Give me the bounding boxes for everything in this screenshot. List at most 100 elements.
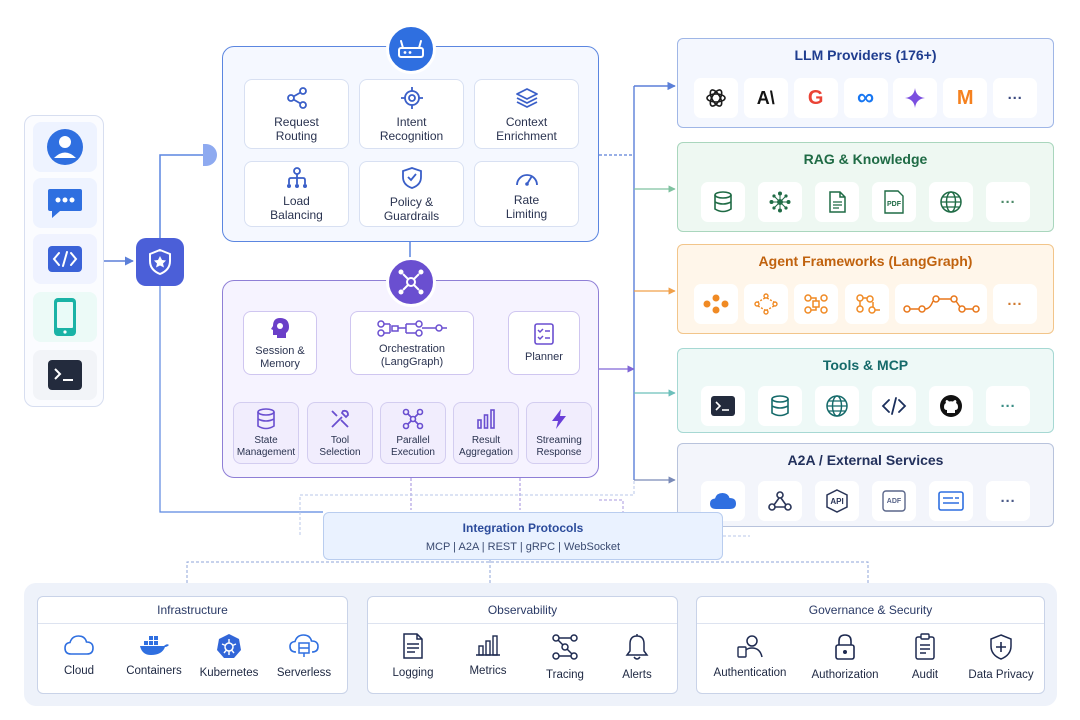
client-channels [24,115,104,407]
github-logo-icon[interactable] [929,386,973,426]
meta-logo-icon[interactable]: ∞ [843,78,888,118]
docker-whale-icon [140,636,169,655]
item-label: Authentication [713,667,787,679]
pdf-file-icon[interactable]: PDF [872,182,916,222]
shield-check-icon [401,166,422,189]
infra-kubernetes[interactable]: Kubernetes [189,633,269,679]
gateway-card-rate-limiting[interactable]: Rate Limiting [474,161,579,227]
obs-tracing[interactable]: Tracing [525,633,605,681]
api-label: API [830,496,844,506]
database-icon[interactable] [758,386,802,426]
hub-network-icon [398,269,424,295]
card-label: Rate Limiting [505,192,548,221]
orch-card-orchestration[interactable]: Orchestration (LangGraph) [350,311,474,375]
ai-gateway-panel: Request Routing Intent Recognition Conte… [222,46,599,242]
mobile-client[interactable] [33,292,97,342]
webhook-icon[interactable] [758,481,802,521]
anthropic-logo-text: A\ [756,87,775,108]
orch-card-tool-selection[interactable]: Tool Selection [307,402,373,464]
orch-card-parallel-execution[interactable]: Parallel Execution [380,402,446,464]
adf-file-icon[interactable]: ADF [872,481,916,521]
framework-flow-icon[interactable] [794,284,839,324]
group-divider [697,623,1044,624]
gov-audit[interactable]: Audit [885,633,965,681]
document-icon[interactable] [815,182,859,222]
card-label: Tool Selection [319,434,361,458]
card-label: Request Routing [274,114,319,143]
user-badge-icon [737,635,763,658]
external-service-icons: API ADF ··· [678,478,1053,524]
user-client[interactable] [33,122,97,172]
mistral-logo-icon[interactable]: M [943,78,988,118]
code-icon[interactable] [872,386,916,426]
gateway-card-policy-guardrails[interactable]: Policy & Guardrails [359,161,464,227]
speedometer-icon [515,173,538,186]
more-icon[interactable]: ··· [986,386,1030,426]
obs-logging[interactable]: Logging [373,633,453,679]
orch-card-planner[interactable]: Planner [508,311,580,375]
framework-pipeline-icon[interactable] [894,284,987,324]
openai-logo-icon[interactable] [693,78,738,118]
gateway-card-load-balancing[interactable]: Load Balancing [244,161,349,227]
form-icon[interactable] [929,481,973,521]
more-icon[interactable]: ··· [986,481,1030,521]
google-logo-icon[interactable]: G [793,78,838,118]
gov-authorization[interactable]: Authorization [797,633,893,681]
share-network-icon [286,86,307,109]
anthropic-logo-icon[interactable]: A\ [743,78,788,118]
obs-alerts[interactable]: Alerts [597,633,677,681]
orch-card-session-memory[interactable]: Session & Memory [243,311,317,375]
item-label: Data Privacy [968,669,1034,681]
globe-icon[interactable] [815,386,859,426]
gov-authentication[interactable]: Authentication [702,633,798,679]
more-text: ··· [1000,492,1016,510]
terminal-icon [48,360,82,390]
more-text: ··· [1007,295,1023,313]
item-label: Authorization [811,669,879,681]
gemini-star-icon[interactable] [893,78,938,118]
bar-chart-icon [477,408,495,429]
infra-cloud[interactable]: Cloud [39,633,119,677]
framework-swarm-icon[interactable] [844,284,889,324]
obs-metrics[interactable]: Metrics [448,633,528,677]
gateway-card-intent-recognition[interactable]: Intent Recognition [359,79,464,149]
log-file-icon [403,633,423,659]
gateway-card-request-routing[interactable]: Request Routing [244,79,349,149]
card-label: State Management [236,434,296,458]
card-label: Result Aggregation [459,434,513,458]
kubernetes-icon [217,634,241,658]
layers-icon [515,87,538,108]
infra-containers[interactable]: Containers [114,633,194,677]
checklist-icon [534,323,554,345]
more-icon[interactable]: ··· [986,182,1030,222]
panel-title: Agent Frameworks (LangGraph) [758,253,973,269]
api-client[interactable] [33,234,97,284]
infrastructure-group: Infrastructure Cloud Containers Kubernet… [37,596,348,694]
more-icon[interactable]: ··· [993,78,1038,118]
orch-card-streaming-response[interactable]: Streaming Response [526,402,592,464]
database-icon[interactable] [701,182,745,222]
chat-client[interactable] [33,178,97,228]
knowledge-graph-icon[interactable] [758,182,802,222]
gateway-shield-node[interactable] [136,238,184,286]
a2a-external-panel: A2A / External Services API ADF ··· [677,443,1054,527]
terminal-icon[interactable] [701,386,745,426]
cli-client[interactable] [33,350,97,400]
gov-data-privacy[interactable]: Data Privacy [961,633,1041,681]
orch-card-state-management[interactable]: State Management [233,402,299,464]
gateway-card-context-enrichment[interactable]: Context Enrichment [474,79,579,149]
api-badge-icon[interactable]: API [815,481,859,521]
card-label: Session & Memory [255,344,305,370]
infra-serverless[interactable]: Serverless [264,633,344,679]
more-text: ··· [1000,193,1016,211]
group-divider [38,623,347,624]
panel-title: A2A / External Services [787,452,944,468]
shield-plus-icon [990,634,1012,660]
rag-icons: PDF ··· [678,179,1053,225]
more-icon[interactable]: ··· [992,284,1037,324]
integration-subtitle: MCP | A2A | REST | gRPC | WebSocket [425,541,621,553]
framework-tree-icon[interactable] [744,284,789,324]
orch-card-result-aggregation[interactable]: Result Aggregation [453,402,519,464]
globe-icon[interactable] [929,182,973,222]
framework-cluster-icon[interactable] [694,284,739,324]
